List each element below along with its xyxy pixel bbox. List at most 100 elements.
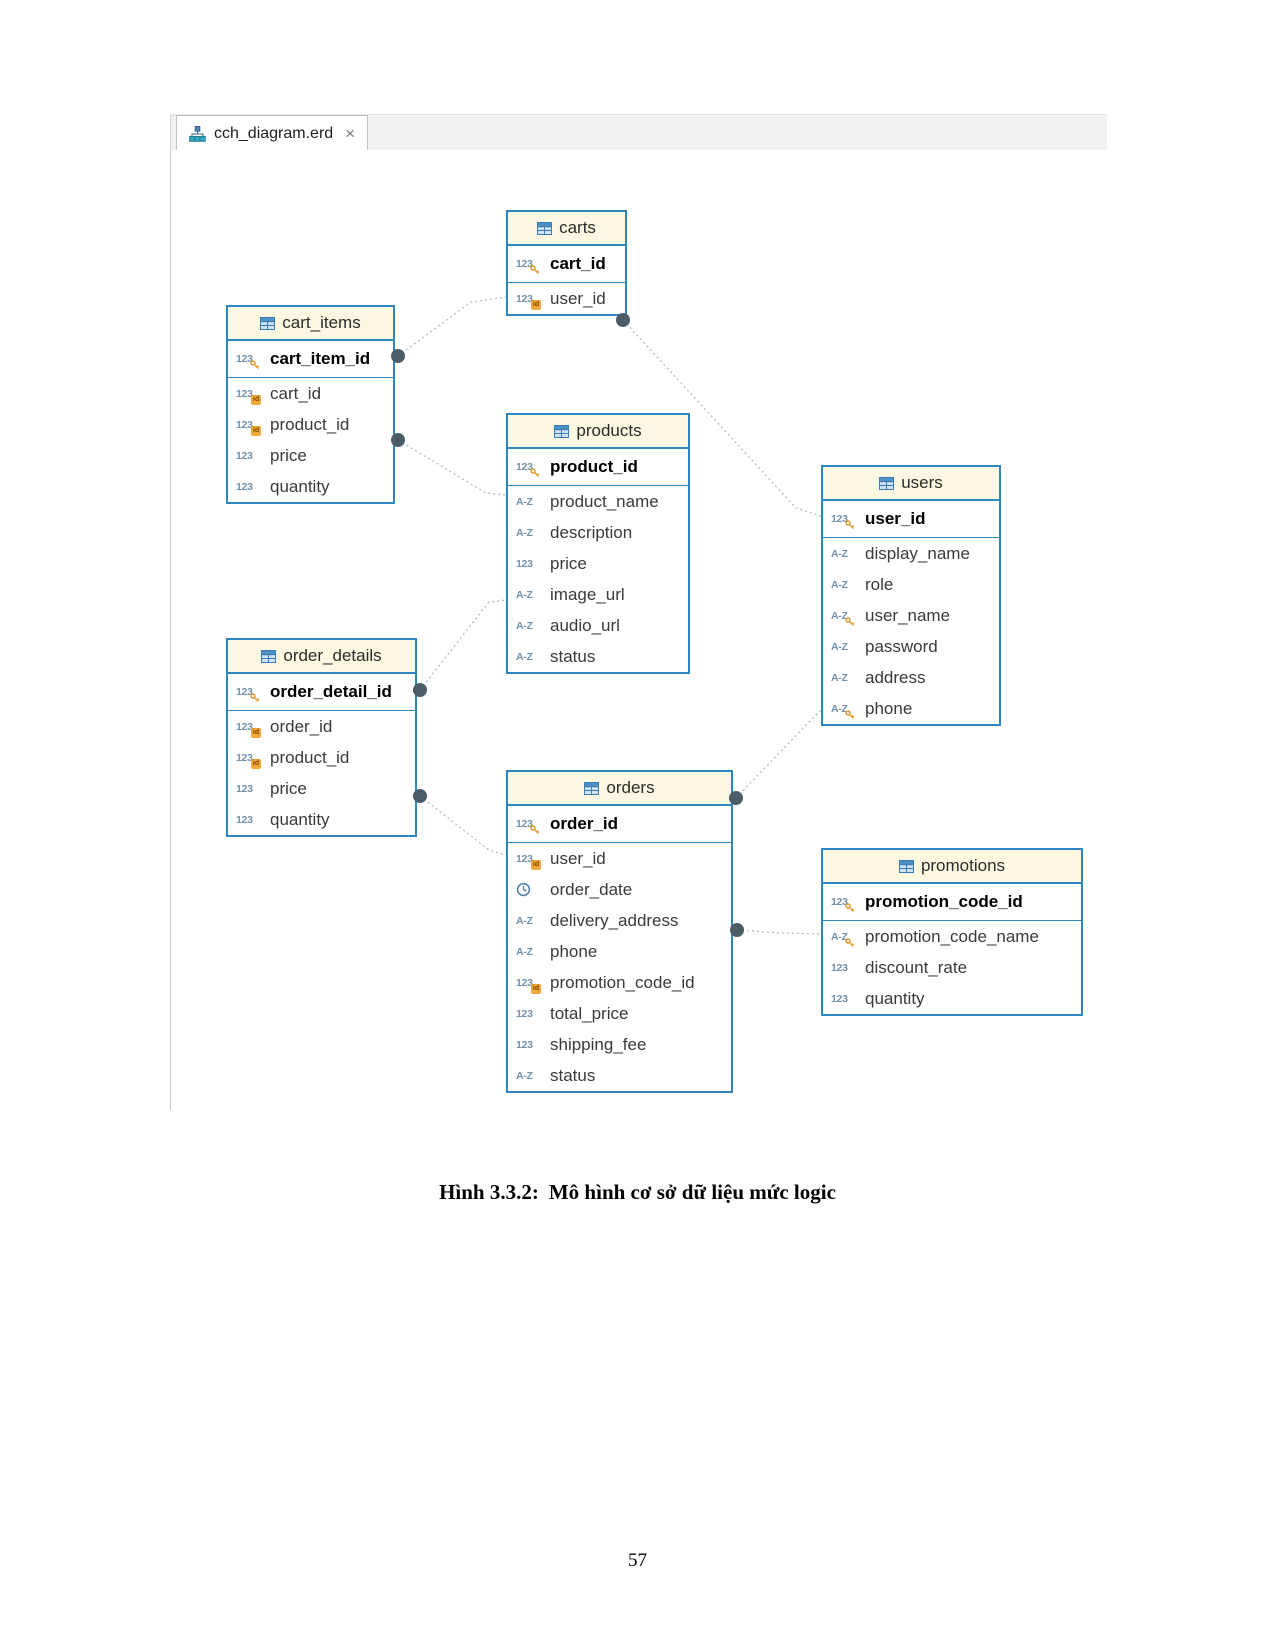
text-type-icon: A-Z bbox=[516, 495, 533, 508]
column-name: cart_item_id bbox=[270, 349, 371, 368]
column-name: discount_rate bbox=[865, 957, 968, 977]
column-row-cart_item_id[interactable]: 123 cart_item_id bbox=[228, 341, 393, 378]
text-type-icon: A-Z bbox=[516, 619, 533, 632]
column-name: user_id bbox=[865, 509, 926, 528]
entity-title: order_details bbox=[283, 646, 382, 665]
figure-caption: Hình 3.3.2:Mô hình cơ sở dữ liệu mức log… bbox=[0, 1180, 1275, 1205]
table-grid-icon bbox=[898, 859, 914, 873]
numeric-type-icon: 123 bbox=[516, 557, 533, 570]
text-type-icon: A-Z bbox=[516, 526, 533, 539]
relationship-line bbox=[397, 439, 507, 496]
column-row-price[interactable]: 123 price bbox=[508, 548, 688, 579]
relationship-line bbox=[419, 795, 507, 856]
tab-close-icon[interactable]: × bbox=[345, 124, 356, 143]
text-type-icon: A-Z bbox=[516, 650, 533, 663]
column-name: password bbox=[865, 636, 938, 656]
primary-key-icon: 123 bbox=[236, 353, 262, 370]
column-name: user_name bbox=[865, 605, 951, 625]
column-name: order_id bbox=[270, 716, 333, 736]
table-grid-icon bbox=[584, 781, 600, 795]
entity-header-cart_items[interactable]: cart_items bbox=[228, 307, 393, 341]
column-name: price bbox=[550, 553, 587, 573]
relationship-line bbox=[419, 599, 507, 691]
entity-header-orders[interactable]: orders bbox=[508, 772, 731, 806]
column-name: promotion_code_name bbox=[865, 926, 1039, 946]
column-name: product_id bbox=[270, 747, 350, 767]
entity-header-users[interactable]: users bbox=[823, 467, 999, 501]
column-name: product_id bbox=[270, 414, 350, 434]
entity-header-products[interactable]: products bbox=[508, 415, 688, 449]
table-grid-icon bbox=[879, 476, 895, 490]
text-type-icon: A-Z bbox=[831, 547, 848, 560]
column-name: address bbox=[865, 667, 926, 687]
column-name: audio_url bbox=[550, 615, 620, 635]
column-row-shipping_fee[interactable]: 123 shipping_fee bbox=[508, 1029, 731, 1060]
entity-title: promotions bbox=[920, 856, 1006, 875]
entity-title: orders bbox=[606, 778, 655, 797]
entity-title: cart_items bbox=[282, 313, 361, 332]
column-row-audio_url[interactable]: A-Z audio_url bbox=[508, 610, 688, 641]
entity-title: products bbox=[576, 421, 642, 440]
entity-header-order_details[interactable]: order_details bbox=[228, 640, 415, 674]
entity-title: users bbox=[901, 473, 943, 492]
numeric-type-icon: 123 bbox=[516, 1007, 533, 1020]
column-row-order_date[interactable]: order_date bbox=[508, 874, 731, 905]
primary-key-icon: 123 bbox=[831, 896, 857, 913]
entity-header-carts[interactable]: carts bbox=[508, 212, 625, 246]
numeric-type-icon: 123 bbox=[516, 1038, 533, 1051]
entity-header-promotions[interactable]: promotions bbox=[823, 850, 1081, 884]
column-name: phone bbox=[865, 698, 913, 718]
tab-cch-diagram[interactable]: cch_diagram.erd × bbox=[176, 115, 369, 151]
column-name: shipping_fee bbox=[550, 1034, 647, 1054]
text-type-icon: A-Z bbox=[831, 671, 848, 684]
column-row-address[interactable]: A-Z address bbox=[823, 662, 999, 693]
datetime-type-icon bbox=[516, 882, 542, 897]
